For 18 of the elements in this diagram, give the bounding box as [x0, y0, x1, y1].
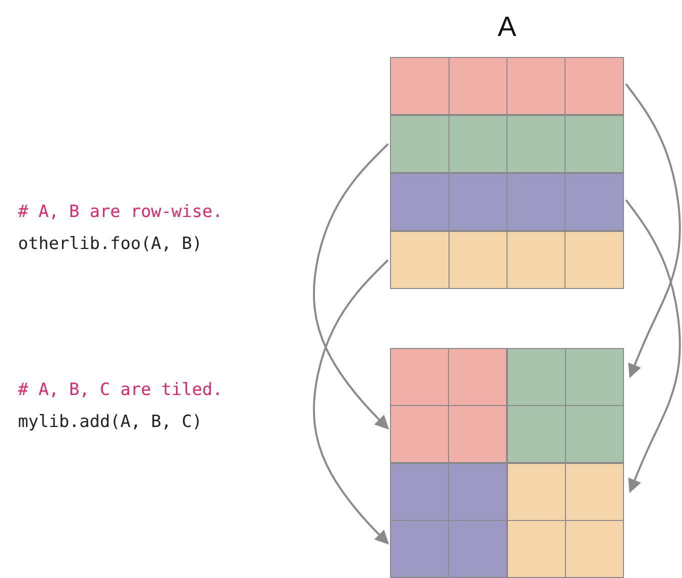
curved-arrow — [312, 143, 389, 430]
code-line: mylib.add(A, B, C) — [18, 412, 202, 432]
code-comment: # A, B are row-wise. — [18, 202, 223, 222]
matrix-tile — [507, 463, 624, 578]
matrix-row — [390, 173, 624, 231]
matrix-row — [390, 57, 624, 115]
curved-arrow — [625, 199, 681, 494]
matrix-tile — [390, 348, 507, 463]
matrix-row — [390, 231, 624, 289]
code-line: otherlib.foo(A, B) — [18, 234, 202, 254]
curved-arrow — [625, 83, 681, 378]
curved-arrow — [312, 259, 389, 544]
matrix-tile — [507, 348, 624, 463]
matrix-tile — [390, 463, 507, 578]
code-comment: # A, B, C are tiled. — [18, 380, 223, 400]
matrix-grid — [390, 348, 624, 578]
matrix-row — [390, 115, 624, 173]
matrix-title: A — [496, 11, 518, 43]
